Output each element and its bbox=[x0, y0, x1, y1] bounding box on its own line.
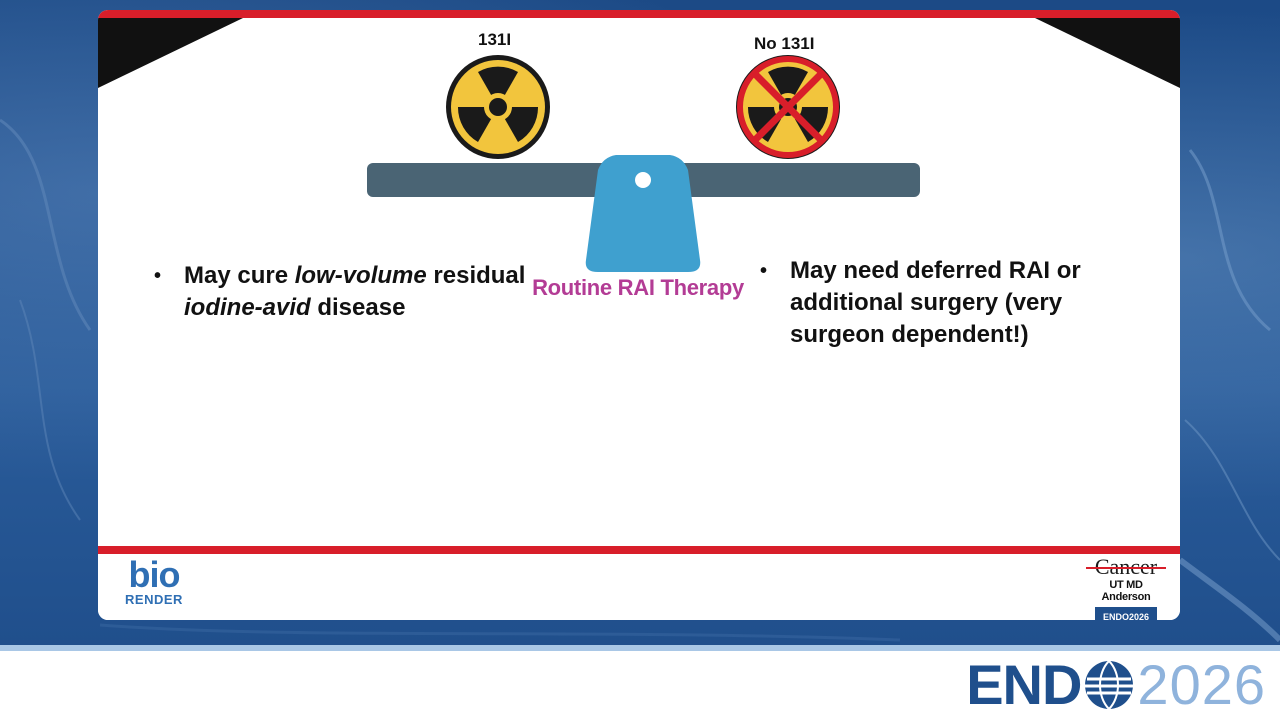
background-veins bbox=[0, 118, 1280, 643]
beam-left bbox=[367, 163, 617, 197]
right-bullet-text: May need deferred RAI or additional surg… bbox=[790, 257, 1081, 348]
center-label: Routine RAI Therapy bbox=[532, 275, 744, 300]
left-bullet-text-2: residual bbox=[426, 262, 526, 289]
no-radioiodine-label: No 131I bbox=[754, 34, 815, 53]
mda-name: UT MD Anderson bbox=[1101, 579, 1151, 603]
conference-banner: END 2026 bbox=[0, 645, 1280, 720]
bottom-red-stripe bbox=[98, 546, 1180, 554]
radioiodine-label: 131I bbox=[478, 30, 512, 49]
radiation-icon bbox=[446, 55, 550, 159]
banner-line bbox=[0, 645, 1280, 651]
biorender-logo: bio RENDER bbox=[122, 554, 186, 608]
slide-footer bbox=[98, 554, 1180, 620]
biorender-wordmark: bio bbox=[128, 554, 181, 595]
top-red-stripe bbox=[98, 10, 1180, 18]
left-bullet-text-1: May cure bbox=[184, 262, 295, 289]
left-bullet: • May cure low-volume residual iodine-av… bbox=[154, 260, 534, 324]
fulcrum-pivot bbox=[635, 172, 651, 188]
slide-card: 131I No 131I Routine RAI Therapy • May c… bbox=[98, 10, 1180, 620]
mda-cancer-word: Cancer bbox=[1094, 554, 1158, 579]
biorender-subtext: RENDER bbox=[125, 592, 183, 607]
left-bullet-emphasis-2: iodine-avid bbox=[184, 294, 311, 321]
md-anderson-logo: Cancer UT MD Anderson ENDO2026 bbox=[1084, 556, 1168, 620]
endo-year: 2026 bbox=[1137, 653, 1266, 716]
beam-right bbox=[670, 163, 920, 197]
globe-icon bbox=[1085, 660, 1134, 710]
endo-logo: END 2026 bbox=[966, 657, 1266, 713]
no-radiation-icon bbox=[736, 55, 840, 159]
endo-wordmark: END bbox=[966, 653, 1082, 716]
endo-badge: ENDO2026 bbox=[1095, 607, 1157, 620]
bullet-dot: • bbox=[154, 265, 162, 287]
bullet-dot: • bbox=[760, 260, 768, 282]
right-bullet: • May need deferred RAI or additional su… bbox=[760, 255, 1130, 351]
left-bullet-list: • May cure low-volume residual iodine-av… bbox=[154, 260, 534, 324]
left-bullet-text-3: disease bbox=[310, 294, 406, 321]
balance-scale bbox=[367, 55, 920, 272]
top-right-corner-shape bbox=[1035, 18, 1180, 88]
mda-strikethrough bbox=[1086, 567, 1166, 569]
fulcrum bbox=[585, 155, 701, 272]
right-bullet-list: • May need deferred RAI or additional su… bbox=[760, 255, 1130, 351]
left-bullet-emphasis-1: low-volume bbox=[294, 262, 427, 289]
top-left-corner-shape bbox=[98, 18, 243, 88]
